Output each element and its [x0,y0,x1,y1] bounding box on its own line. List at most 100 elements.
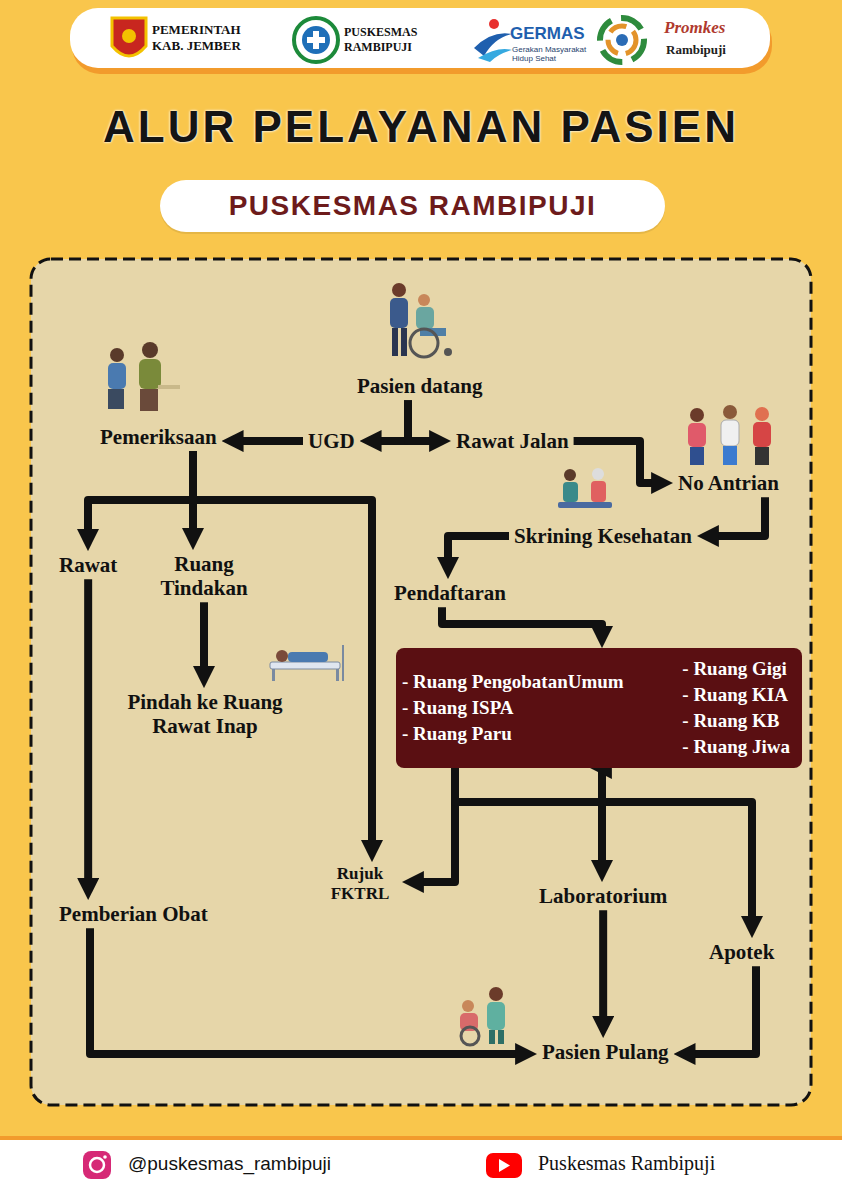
instagram-icon [83,1151,111,1179]
flow-step: Ruang Tindakan [139,550,269,602]
step-label: Pindah ke Ruang Rawat Inap [115,690,295,738]
room-name: - Ruang Gigi [682,658,790,680]
flow-step: Pindah ke Ruang Rawat Inap [110,688,300,740]
youtube-icon [486,1153,522,1178]
footer-text: Puskesmas Rambipuji [538,1152,778,1175]
room-column: - Ruang Gigi- Ruang KIA- Ruang KB- Ruang… [682,656,790,760]
queue-people-part [721,420,739,446]
header-text: Promkes [664,18,754,38]
flow-step: No Antrian [673,469,784,497]
flow-arrow [574,441,661,483]
step-label: Pasien datang [357,374,482,398]
flow-step: Pendaftaran [389,579,511,607]
examination-people-part [139,359,161,389]
content-panel [31,259,811,1105]
patient-bed-part [270,662,340,669]
puskesmas-logo-part [294,18,338,62]
step-label: Apotek [709,940,774,964]
title-text: ALUR PELAYANAN PASIEN [0,102,842,152]
queue-people [688,405,771,465]
flow-arrow [372,400,408,441]
queue-people-part [755,407,769,421]
promkes-logo-part [616,34,628,46]
wheelchair-patient-part [401,328,407,356]
flow-arrow [448,536,509,567]
flow-arrow [686,966,756,1054]
step-label: Pemberian Obat [59,902,208,926]
step-label: No Antrian [678,471,779,495]
flow-arrow [200,602,208,676]
step-label: Skrining Kesehatan [514,524,692,548]
flow-step: Skrining Kesehatan [509,522,697,550]
promkes-logo [600,18,644,62]
screening-people-part [564,469,576,481]
queue-people-part [753,422,771,447]
flow-step: Pemberian Obat [54,900,213,928]
instagram-icon-part [90,1158,104,1172]
room-name: - Ruang ISPA [402,697,624,719]
flow-arrow [193,451,372,850]
step-label: Pasien Pulang [542,1040,669,1064]
title-pill: PUSKESMAS RAMBIPUJI [160,180,665,232]
flow-step: Laboratorium [534,882,672,910]
step-label: Rujuk FKTRL [323,864,397,903]
header-bar-part [70,8,770,68]
wheelchair-patient-part [390,298,408,328]
header-text: Gerakan Masyarakat Hidup Sehat [512,46,604,64]
step-label: Rawat Jalan [456,429,569,453]
header-text: PEMERINTAH KAB. JEMBER [152,22,262,55]
room-name: - Ruang Paru [402,723,624,745]
wheelchair-patient-part [410,329,438,357]
step-label: Pemeriksaan [100,425,217,449]
screening-people-part [563,482,578,502]
flow-arrow [599,910,607,1026]
room-name: - Ruang KB [682,710,790,732]
room-column: - Ruang PengobatanUmum- Ruang ISPA- Ruan… [402,656,624,760]
germas-logo [474,19,512,62]
wheelchair-patient-part [444,348,452,356]
examination-people-part [110,348,124,362]
flow-arrow [90,928,525,1054]
screening-people [558,468,612,508]
promkes-logo-part [608,26,636,54]
room-name: - Ruang KIA [682,684,790,706]
step-label: UGD [308,429,355,453]
patient-bed [270,645,344,681]
header-text: PUSKESMAS RAMBIPUJI [344,25,444,55]
flow-arrow [709,497,765,536]
discharge-patient-part [461,1027,479,1045]
header-bar [70,8,772,74]
content-panel-part [31,259,811,1105]
instagram-icon-part [83,1151,111,1179]
jember-logo [112,18,146,56]
flow-step: UGD [303,427,360,455]
service-rooms-box: - Ruang PengobatanUmum- Ruang ISPA- Ruan… [396,648,802,768]
puskesmas-logo [294,18,338,62]
step-label: Ruang Tindakan [144,552,264,600]
flow-step: Pemeriksaan [95,423,222,451]
puskesmas-logo-part [302,26,330,54]
wheelchair-patient-part [392,328,398,356]
screening-people-part [592,468,604,480]
queue-people-part [690,447,704,465]
promkes-logo-part [600,18,644,62]
footer-bar [0,1136,842,1191]
step-label: Pendaftaran [394,581,506,605]
flow-arrow [408,400,439,441]
queue-people-part [755,447,769,465]
patient-bed-part [336,669,339,681]
discharge-patient [460,987,505,1045]
wheelchair-patient-part [418,294,430,306]
flow-arrow [88,451,193,539]
jember-logo-part [112,18,146,56]
examination-people-part [108,363,126,389]
flow-arrow [234,437,303,445]
wheelchair-patient-part [416,307,434,329]
patient-bed-part [272,669,275,681]
youtube-icon-part [486,1153,522,1178]
flow-step: Pasien datang [352,372,487,400]
germas-logo-part [489,19,499,29]
flow-step: Apotek [704,938,779,966]
screening-people-part [558,502,612,508]
